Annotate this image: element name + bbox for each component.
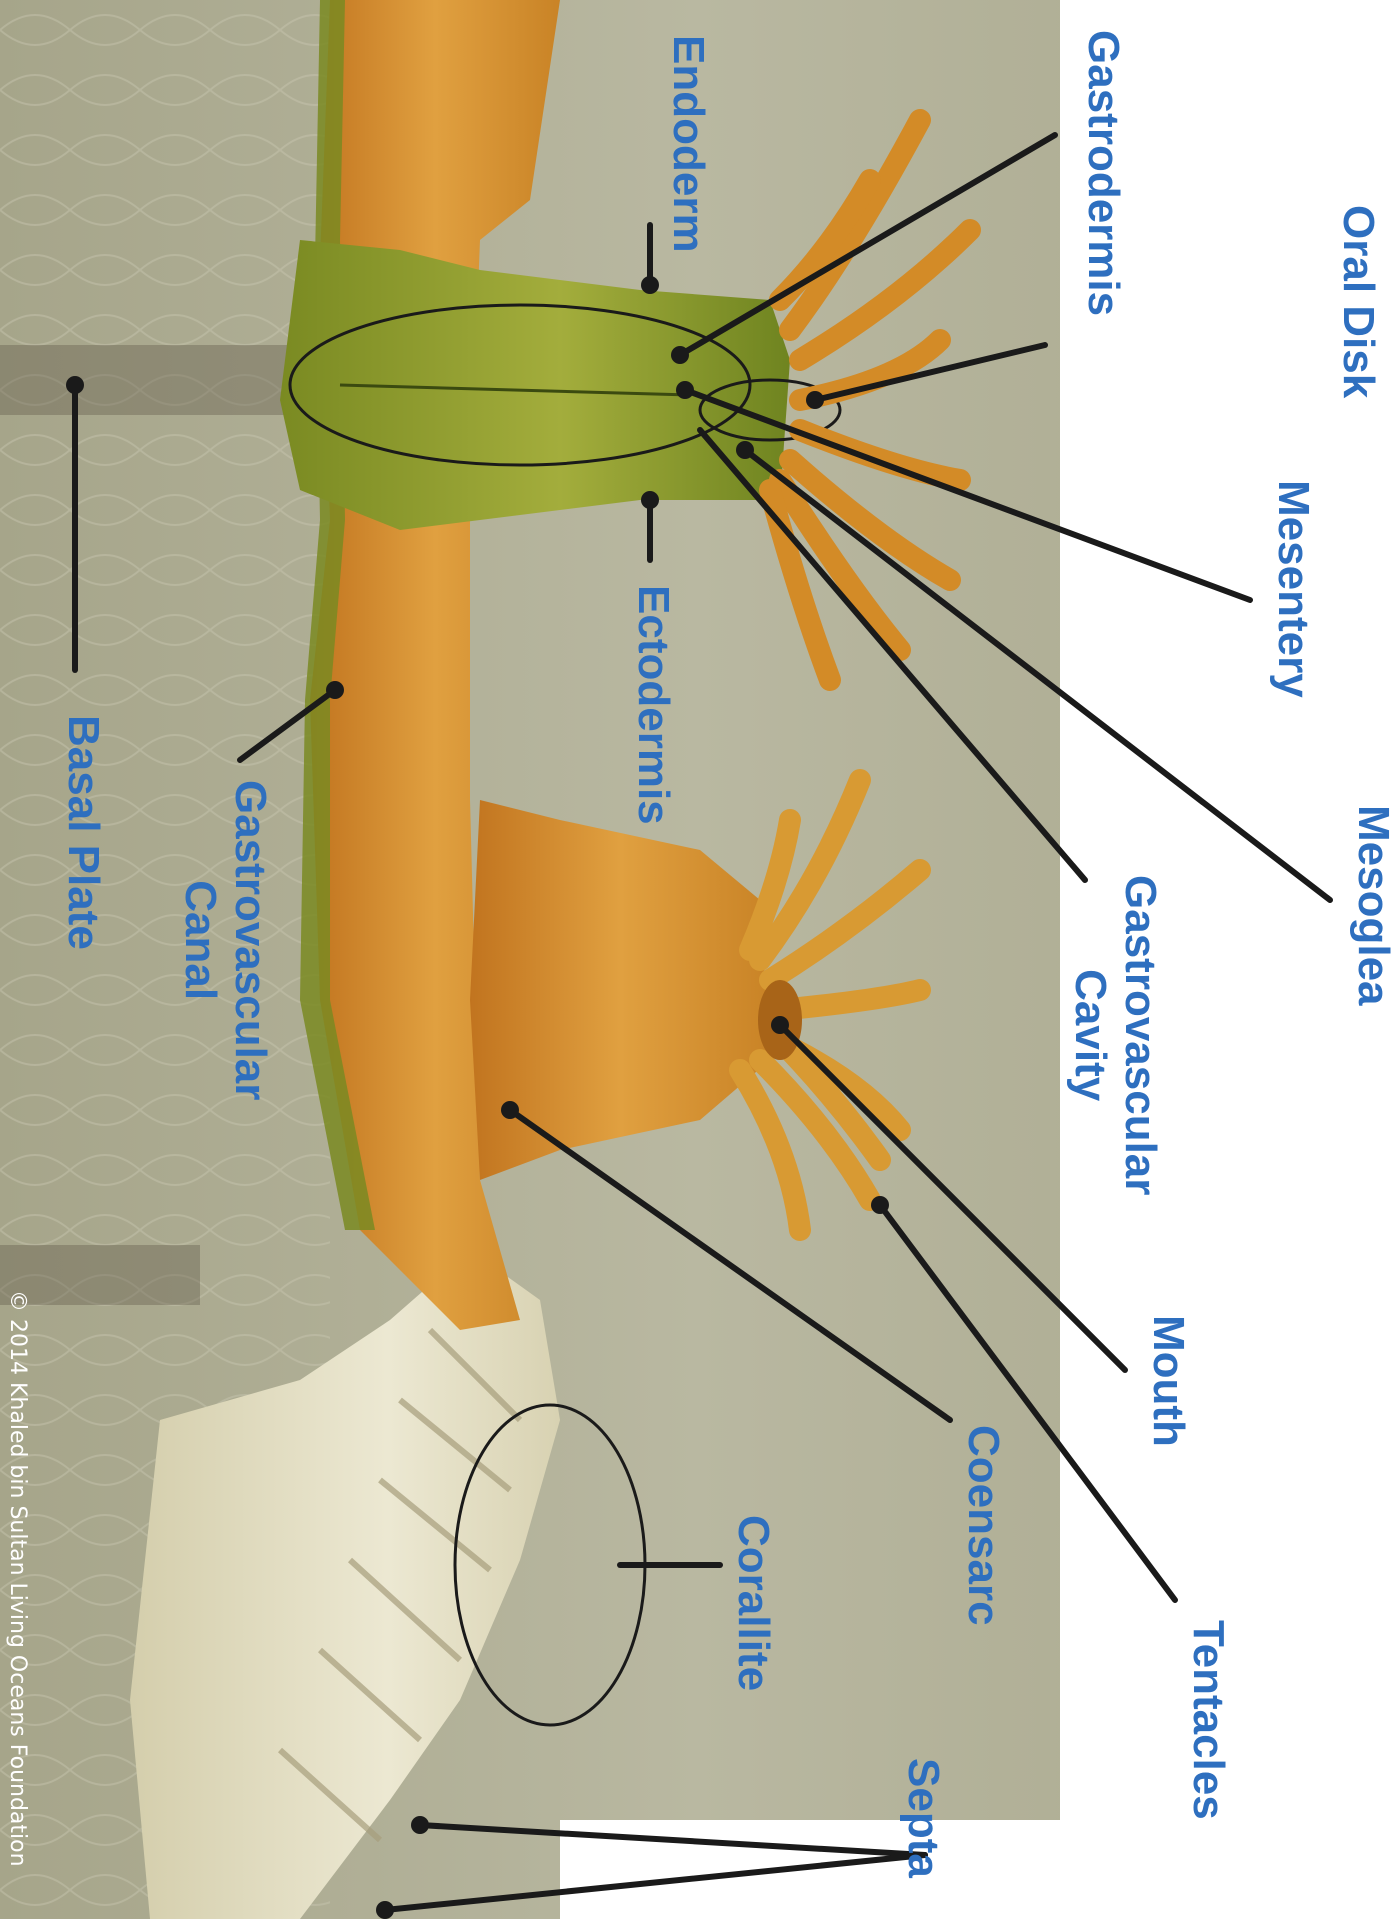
label-gastrovascular-canal: Gastrovascular Canal: [175, 780, 275, 1100]
label-basal-plate: Basal Plate: [58, 715, 108, 950]
label-mesoglea: Mesoglea: [1348, 805, 1394, 1006]
label-tentacles: Tentacles: [1183, 1620, 1233, 1820]
label-gastrovascular-cavity: Gastrovascular Cavity: [1065, 875, 1165, 1195]
label-mesentery: Mesentery: [1268, 480, 1318, 698]
label-oral-disk: Oral Disk: [1333, 205, 1383, 398]
label-mouth: Mouth: [1143, 1315, 1193, 1447]
label-gastrodermis: Gastrodermis: [1078, 30, 1128, 316]
label-endoderm: Endoderm: [663, 35, 713, 253]
label-coensarc: Coensarc: [958, 1425, 1008, 1626]
label-ectodermis: Ectodermis: [628, 585, 678, 825]
copyright-notice: © 2014 Khaled bin Sultan Living Oceans F…: [4, 1290, 30, 1867]
label-septa: Septa: [898, 1758, 948, 1878]
label-corallite: Corallite: [728, 1515, 778, 1691]
